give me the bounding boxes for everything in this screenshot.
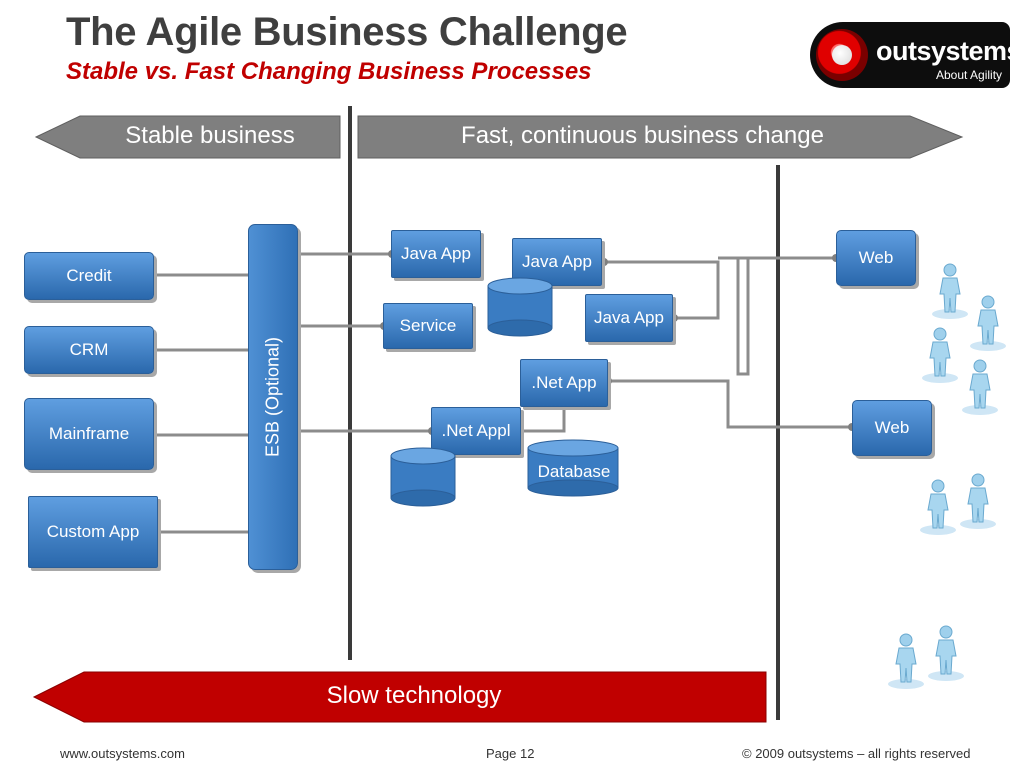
user-icon — [930, 262, 970, 320]
net-app-box: .Net App — [520, 359, 608, 407]
connectors — [155, 252, 852, 534]
web-channel-1: Web — [836, 230, 916, 286]
fast-banner-shape — [357, 115, 964, 159]
slow-technology-label: Slow technology — [326, 682, 502, 709]
system-credit: Credit — [24, 252, 154, 300]
fast-change-label: Fast, continuous business change — [461, 122, 824, 149]
slow-banner-shape — [32, 671, 767, 723]
esb-label: ESB (Optional) — [262, 336, 283, 458]
logo-name: outsystems® — [876, 36, 1010, 66]
database-icon — [487, 277, 553, 337]
footer-copyright: © 2009 outsystems – all rights reserved — [742, 746, 971, 761]
database-icon — [527, 439, 619, 497]
page-title: The Agile Business Challenge — [66, 10, 628, 54]
logo-dot-icon — [832, 45, 852, 65]
user-icon — [918, 478, 958, 536]
footer-url: www.outsystems.com — [60, 746, 185, 761]
user-icon — [920, 326, 960, 384]
system-crm: CRM — [24, 326, 154, 374]
user-icon — [960, 358, 1000, 416]
java-app-3: Java App — [585, 294, 673, 342]
logo-tagline: About Agility — [936, 68, 1003, 82]
database-icon — [390, 447, 456, 507]
web-channel-2: Web — [852, 400, 932, 456]
system-mainframe: Mainframe — [24, 398, 154, 470]
stable-banner-shape — [34, 115, 341, 159]
service-box: Service — [383, 303, 473, 349]
footer-page: Page 12 — [486, 746, 535, 761]
user-icon — [886, 632, 926, 690]
java-app-1: Java App — [391, 230, 481, 278]
user-icon — [926, 624, 966, 682]
net-appl-box: .Net Appl — [431, 407, 521, 455]
outsystems-logo: outsystems® About Agility — [810, 22, 1010, 88]
esb-bar: ESB (Optional) — [248, 224, 298, 570]
user-icon — [968, 294, 1008, 352]
stable-business-label: Stable business — [125, 122, 295, 149]
user-icon — [958, 472, 998, 530]
page-subtitle: Stable vs. Fast Changing Business Proces… — [66, 58, 592, 85]
system-custom-app: Custom App — [28, 496, 158, 568]
database-label: Database — [537, 462, 611, 481]
